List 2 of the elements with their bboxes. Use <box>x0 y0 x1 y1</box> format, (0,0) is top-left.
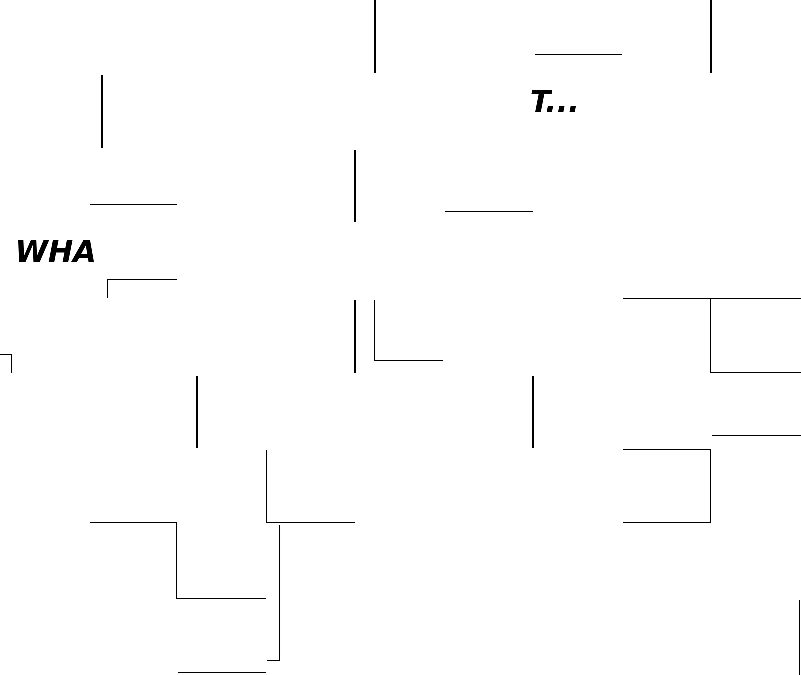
heading-text: WHA <box>18 240 94 262</box>
heading-text: T... <box>532 90 576 112</box>
